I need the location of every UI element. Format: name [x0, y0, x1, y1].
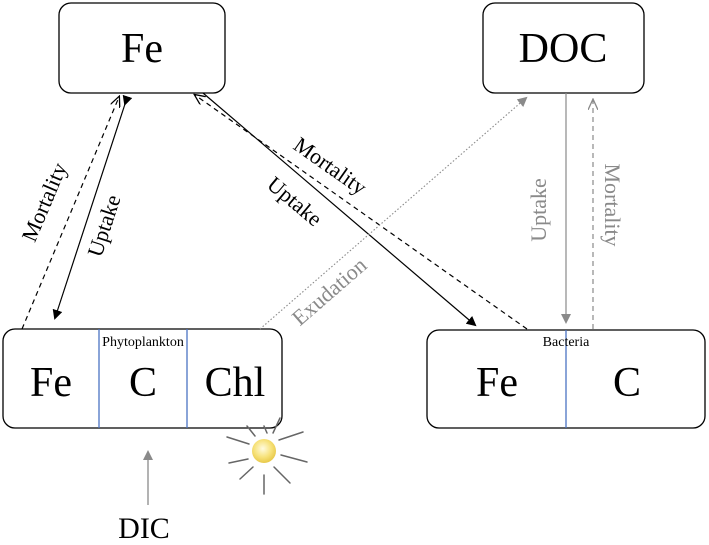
fe-pool-node: Fe: [58, 2, 226, 94]
bacteria-uptake-fe-label: Uptake: [262, 171, 327, 231]
bacteria-c-label: C: [613, 360, 641, 406]
exudation-label: Exudation: [287, 252, 372, 330]
phyto-chl-label: Chl: [205, 360, 266, 406]
bacteria-uptake-doc-label: Uptake: [526, 178, 551, 242]
phyto-uptake-label: Uptake: [82, 192, 125, 260]
bacteria-fe-label: Fe: [476, 360, 518, 406]
bacteria-uptake-fe-arrow: [202, 92, 477, 327]
sun-icon: [226, 417, 308, 495]
phytoplankton-title: Phytoplankton: [102, 335, 184, 350]
phyto-fe-label: Fe: [30, 360, 72, 406]
phytoplankton-node: Phytoplankton Fe C Chl: [2, 328, 283, 429]
fe-pool-label: Fe: [121, 26, 163, 72]
dic-label: DIC: [118, 512, 170, 545]
doc-pool-label: DOC: [519, 26, 608, 72]
bacteria-mortality-fe-arrow: [195, 95, 528, 330]
exudation-arrow: [259, 96, 528, 330]
bacteria-title: Bacteria: [543, 335, 590, 350]
phyto-mortality-label: Mortality: [16, 159, 71, 245]
phyto-c-label: C: [129, 360, 157, 406]
phyto-uptake-arrow: [52, 94, 133, 320]
bacteria-node: Bacteria Fe C: [426, 329, 706, 429]
bacteria-mortality-doc-label: Mortality: [600, 163, 625, 246]
doc-pool-node: DOC: [482, 2, 645, 94]
